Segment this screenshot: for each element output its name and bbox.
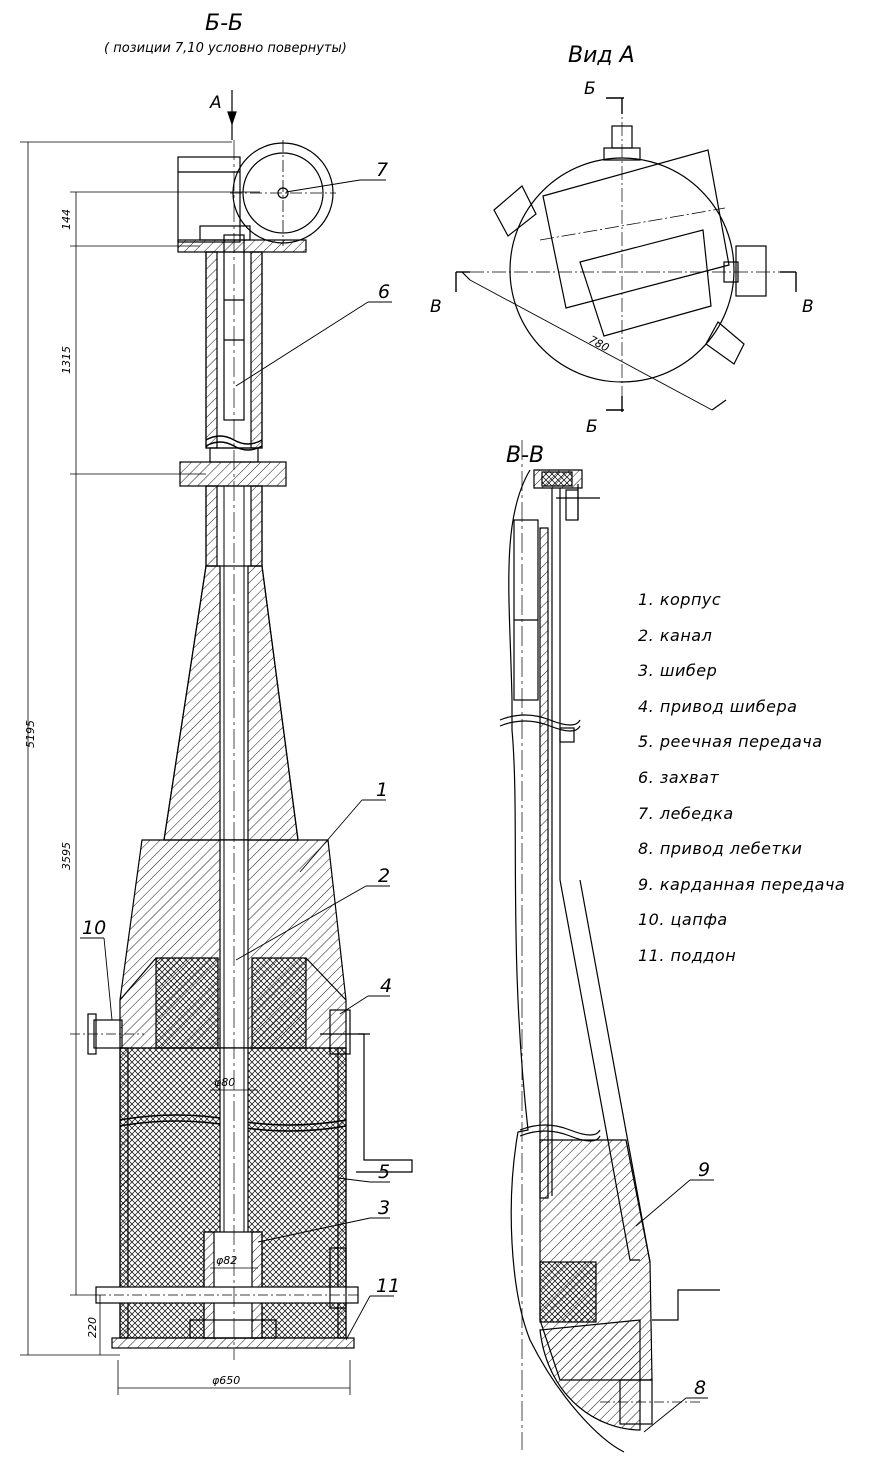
legend-item: 10. цапфа — [638, 910, 728, 930]
dim-1315: 1315 — [60, 346, 73, 374]
legend-item: 6. захват — [638, 767, 720, 787]
legend-item: 4. привод шибера — [638, 696, 798, 716]
callout-11: 11 — [376, 1275, 400, 1297]
view-a-dimension: 780 — [587, 333, 612, 354]
view-a-title: Вид А — [568, 43, 635, 68]
callout-10: 10 — [82, 917, 106, 939]
legend-item: 8. привод лебетки — [638, 839, 803, 859]
view-arrow-a: А — [209, 90, 237, 140]
legend-item: 9. карданная передача — [638, 874, 846, 894]
legend-item: 1. корпус — [638, 590, 722, 609]
trunnion — [70, 1013, 144, 1055]
cut-label-v-left: В — [430, 297, 442, 317]
cut-label-v-right: В — [802, 297, 814, 317]
view-arrow-label: А — [209, 93, 222, 113]
lower-body — [95, 1047, 359, 1349]
section-bb-subtitle: ( позиции 7,10 условно повернуты) — [104, 41, 347, 56]
callout-leaders — [80, 179, 394, 1341]
legend-item: 2. канал — [638, 625, 713, 645]
parts-legend: 1. корпус 2. канал 3. шибер 4. привод ши… — [638, 582, 845, 974]
callout-6: 6 — [378, 281, 390, 303]
callout-4: 4 — [380, 975, 392, 997]
cut-label-b-top: Б — [584, 79, 596, 99]
dim-144: 144 — [60, 209, 73, 230]
section-bb-title: Б-Б — [205, 11, 243, 36]
callout-1: 1 — [376, 779, 388, 801]
legend-item: 7. лебедка — [638, 803, 734, 823]
dim-overall-height: 5195 — [24, 720, 37, 748]
section-vv: В-В 9 8 — [499, 440, 720, 1453]
winch-assembly — [177, 140, 336, 253]
dim-3595: 3595 — [60, 842, 73, 870]
cut-label-b-bottom: Б — [586, 417, 598, 437]
callout-3: 3 — [378, 1197, 390, 1219]
dimension-lines — [20, 141, 351, 1395]
section-bb: Б-Б ( позиции 7,10 условно повернуты) А — [20, 11, 413, 1395]
dim-220: 220 — [86, 1317, 99, 1338]
legend-item: 5. реечная передача — [638, 732, 823, 752]
callout-8: 8 — [694, 1377, 706, 1399]
legend-item: 3. шибер — [638, 661, 718, 681]
cone-section — [163, 565, 299, 841]
body-housing — [119, 839, 347, 1049]
section-vv-title: В-В — [506, 443, 544, 468]
upper-tube — [179, 234, 287, 567]
callout-9: 9 — [698, 1159, 710, 1181]
callout-5: 5 — [378, 1161, 390, 1183]
dim-channel-top: φ80 — [214, 1076, 235, 1089]
legend-item: 11. поддон — [638, 945, 737, 965]
callout-7: 7 — [376, 159, 388, 181]
view-a: Вид А 780 Б Б В В — [430, 43, 814, 437]
callout-2: 2 — [378, 865, 390, 887]
dim-base-diameter: φ650 — [212, 1374, 240, 1387]
dim-channel-bottom: φ82 — [216, 1254, 237, 1267]
